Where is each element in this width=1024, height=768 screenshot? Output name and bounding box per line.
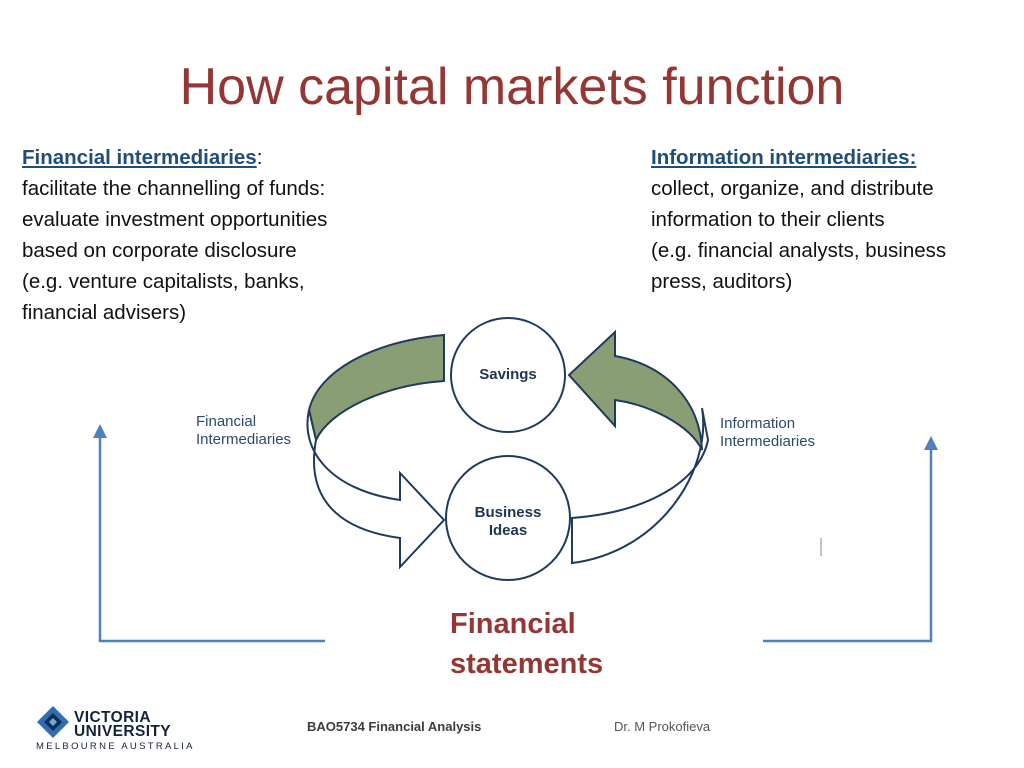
right-line: information to their clients (651, 208, 885, 231)
financial-intermediaries-heading-line: Financial intermediaries: (22, 142, 442, 173)
financial-statements-label: Financial statements (450, 604, 603, 684)
savings-label: Savings (479, 366, 537, 383)
slide-title: How capital markets function (179, 58, 845, 116)
logo-text-melbourne-australia: MELBOURNE AUSTRALIA (36, 741, 195, 752)
information-intermediaries-diagram-label-line1: Information (720, 415, 796, 432)
left-line: evaluate investment opportunities (22, 208, 328, 231)
information-intermediaries-diagram-label-line2: Intermediaries (720, 433, 816, 450)
left-line: financial advisers) (22, 301, 187, 324)
right-feedback-arrowhead (924, 436, 938, 450)
financial-intermediaries-block: Financial intermediaries: facilitate the… (22, 142, 442, 328)
financial-intermediaries-heading[interactable]: Financial intermediaries (22, 146, 257, 169)
information-intermediaries-block: Information intermediaries: collect, org… (651, 142, 1011, 297)
right-cycle-arrow-upper (567, 329, 703, 451)
logo-text-victoria: VICTORIA (74, 709, 151, 726)
information-intermediaries-heading[interactable]: Information intermediaries: (651, 146, 917, 169)
business-ideas-label-line2: Ideas (488, 522, 528, 539)
footer-course: BAO5734 Financial Analysis (307, 719, 482, 734)
left-line: facilitate the channelling of funds: (22, 177, 326, 200)
left-line: (e.g. venture capitalists, banks, (22, 270, 305, 293)
heading-colon: : (256, 146, 263, 169)
right-line: (e.g. financial analysts, business (651, 239, 947, 262)
left-feedback-line (98, 436, 325, 643)
right-line: press, auditors) (651, 270, 793, 293)
financial-intermediaries-diagram-label-line2: Intermediaries (196, 431, 292, 448)
financial-intermediaries-diagram-label-line1: Financial (196, 413, 257, 430)
business-ideas-label-line1: Business (474, 504, 542, 521)
left-line: based on corporate disclosure (22, 239, 297, 262)
left-cycle-arrow-lower (306, 409, 446, 570)
right-line: collect, organize, and distribute (651, 177, 934, 200)
right-feedback-line (763, 448, 933, 643)
savings-circle (450, 317, 566, 433)
financial-statements-line2: statements (450, 648, 604, 680)
victoria-university-logo-icon (37, 706, 69, 738)
right-cycle-arrow-lower (571, 407, 710, 565)
logo-text-university: UNIVERSITY (74, 723, 172, 740)
left-cycle-arrow-upper (307, 333, 445, 444)
business-ideas-circle (445, 455, 571, 581)
footer-author: Dr. M Prokofieva (614, 719, 711, 734)
left-feedback-arrowhead (93, 424, 107, 438)
financial-statements-line1: Financial (450, 608, 576, 640)
